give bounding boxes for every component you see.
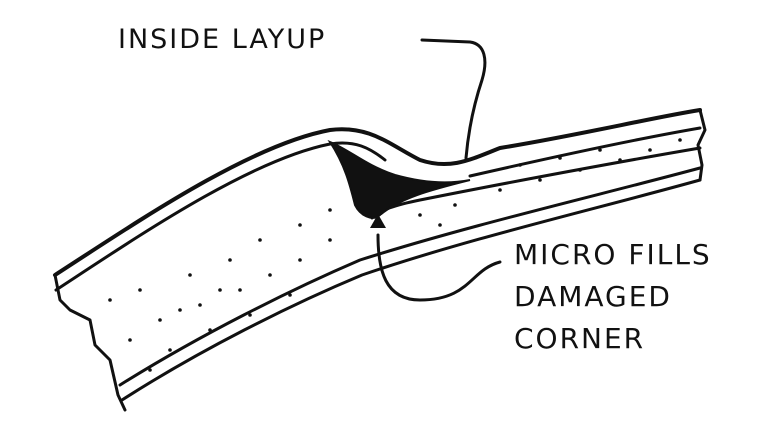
label-micro-fills-line-2: DAMAGED <box>514 280 672 313</box>
label-micro-fills-line-1: MICRO FILLS <box>514 238 712 271</box>
label-micro-fills-line-3: CORNER <box>514 322 646 355</box>
broken-edge-left <box>53 273 127 412</box>
laminate-skin-upper-right <box>468 126 702 178</box>
laminate-skin-lower <box>118 166 702 387</box>
inside-layup-ply <box>53 108 702 277</box>
micro-fill-region <box>327 139 471 219</box>
laminate-skin-bottom <box>120 178 702 402</box>
laminate-skin-upper <box>54 141 387 292</box>
leader-inside-layup <box>420 38 487 160</box>
broken-edge-right <box>696 108 707 182</box>
arrow-head <box>370 214 386 228</box>
label-inside-layup: INSIDE LAYUP <box>118 24 327 55</box>
leader-micro-fills <box>376 233 502 302</box>
core-stipple <box>108 138 682 372</box>
label-micro-fills: MICRO FILLS DAMAGED CORNER <box>514 234 712 360</box>
